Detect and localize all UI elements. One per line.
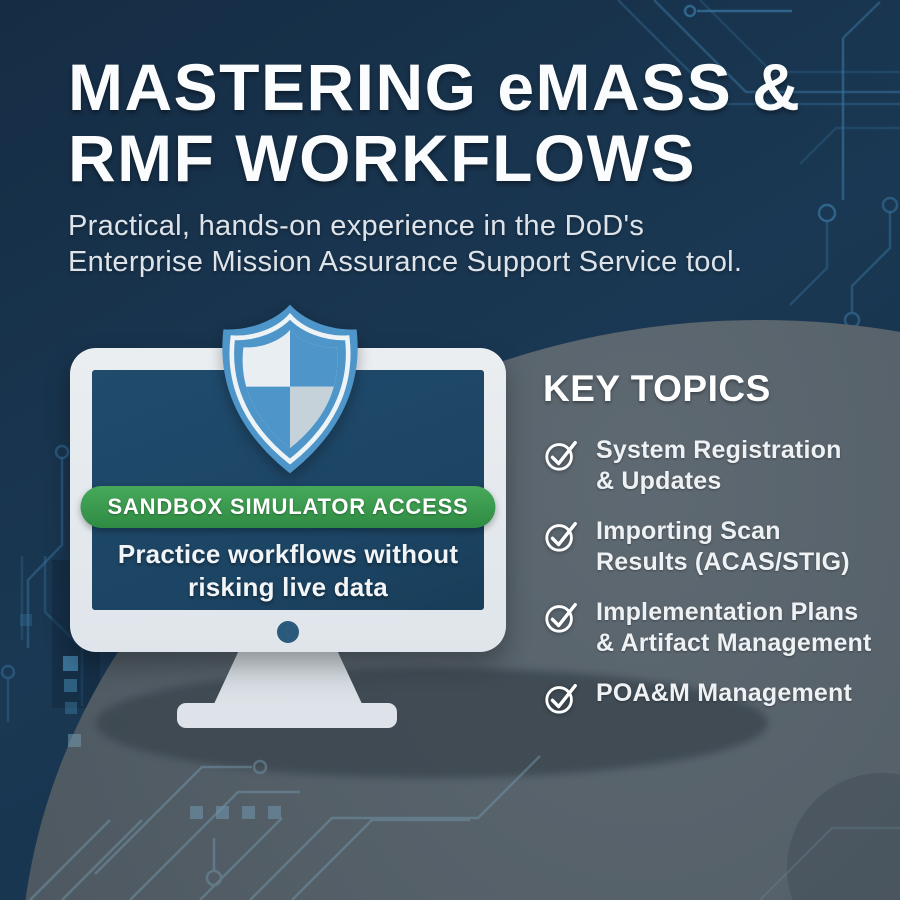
item-line: POA&M Management: [596, 679, 853, 707]
list-item-text: Importing Scan Results (ACAS/STIG): [596, 516, 850, 578]
screen-caption: Practice workflows without risking live …: [92, 538, 484, 604]
sandbox-access-badge: SANDBOX SIMULATOR ACCESS: [80, 486, 496, 528]
item-line: Results (ACAS/STIG): [596, 548, 850, 576]
key-topics-heading: KEY TOPICS: [543, 368, 771, 409]
list-item-text: POA&M Management: [596, 678, 852, 709]
caption-line-1: Practice workflows without: [117, 539, 459, 569]
item-line: & Artifact Management: [596, 629, 872, 657]
page-title: MASTERING eMASS & RMF WORKFLOWS: [68, 52, 878, 194]
list-item-text: System Registration & Updates: [596, 435, 842, 497]
list-item-text: Implementation Plans & Artifact Manageme…: [596, 597, 872, 659]
key-topics-section: KEY TOPICS System Registration & Updates…: [543, 368, 893, 735]
page-subtitle: Practical, hands-on experience in the Do…: [68, 208, 878, 280]
caption-line-2: risking live data: [188, 572, 388, 602]
item-line: System Registration: [596, 436, 842, 464]
subtitle-line-1: Practical, hands-on experience in the Do…: [68, 210, 645, 242]
item-line: & Updates: [596, 467, 722, 495]
header: MASTERING eMASS & RMF WORKFLOWS Practica…: [68, 52, 878, 280]
list-item: System Registration & Updates: [543, 435, 893, 497]
title-line-1: MASTERING eMASS &: [68, 50, 802, 124]
list-item: Implementation Plans & Artifact Manageme…: [543, 597, 893, 659]
monitor-stand-neck: [213, 648, 363, 706]
item-line: Implementation Plans: [596, 598, 859, 626]
list-item: POA&M Management: [543, 678, 893, 716]
title-line-2: RMF WORKFLOWS: [68, 121, 697, 195]
webcam-dot-icon: [277, 621, 299, 643]
item-line: Importing Scan: [596, 517, 781, 545]
check-circle-icon: [545, 683, 577, 714]
subtitle-line-2: Enterprise Mission Assurance Support Ser…: [68, 246, 743, 278]
shield-check-icon: [222, 304, 358, 474]
check-circle-icon: [545, 521, 577, 552]
check-circle-icon: [545, 440, 577, 471]
check-circle-icon: [545, 602, 577, 633]
monitor-stand-base: [177, 703, 397, 728]
list-item: Importing Scan Results (ACAS/STIG): [543, 516, 893, 578]
